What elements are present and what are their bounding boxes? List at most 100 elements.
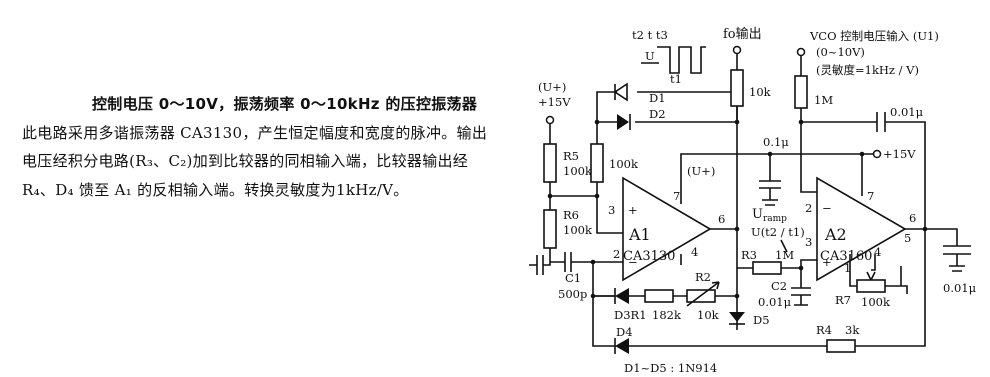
- r2-value: 10k: [697, 308, 720, 322]
- vco-label: VCO 控制电压输入 (U1): [809, 29, 939, 43]
- c1-label: C1: [565, 271, 581, 285]
- a2-pin3: 3: [805, 235, 812, 249]
- u-ramp-u: U: [752, 207, 763, 222]
- junction-dot: [734, 119, 740, 125]
- d4-label: D4: [616, 325, 633, 339]
- r1-value: 182k: [652, 308, 682, 322]
- wire: [800, 108, 817, 193]
- c-001u-top-label: 0.01μ: [890, 105, 924, 119]
- c-out-label: 0.01μ: [943, 281, 977, 295]
- a2-pin7: 7: [867, 189, 874, 203]
- resistor-r4: [826, 339, 856, 353]
- r6-value: 100k: [563, 223, 593, 237]
- description-text: 控制电压 0～10V，振荡频率 0～10kHz 的压控振荡器此电路采用多谐振荡器…: [22, 90, 490, 204]
- r2-adjust-arrow: [686, 281, 720, 307]
- a1-pin3: 3: [608, 203, 615, 217]
- d1-label: D1: [649, 91, 666, 105]
- description-body: 此电路采用多谐振荡器 CA3130，产生恒定幅度和宽度的脉冲。输出电压经积分电路…: [22, 123, 488, 199]
- wire: [737, 259, 817, 269]
- trimmer-r7: [856, 279, 886, 293]
- a1-minus-sign: −: [628, 255, 638, 269]
- plus15-terminal-right: [872, 149, 882, 159]
- wire: [529, 248, 551, 266]
- plus15-terminal-left: [545, 115, 555, 125]
- resistor-1m: [794, 75, 808, 109]
- u-ramp-sub: ramp: [763, 214, 787, 224]
- r5-label: R5: [563, 149, 579, 163]
- vco-sensitivity: (灵敏度=1kHz / V): [816, 63, 919, 77]
- r4-label: R4: [816, 323, 832, 337]
- ground-capacitor-left: [536, 255, 544, 275]
- resistor-r5: [543, 143, 557, 183]
- wire: [592, 261, 623, 297]
- c2-label: C2: [771, 279, 787, 293]
- resistor-r3: [752, 261, 782, 275]
- resistor-r1: [644, 289, 674, 303]
- a2-plus-sign: +: [822, 255, 832, 269]
- diode-d2: [617, 114, 629, 130]
- waveform-t2-t3: t2 t t3: [632, 28, 668, 42]
- resistor-r6: [543, 209, 557, 249]
- vco-circuit-diagram: (U+) +15V R5 100k R6 100k 3 D1 D2 100k A…: [529, 26, 977, 375]
- wire: [849, 254, 908, 294]
- a2-pin2: 2: [805, 201, 812, 215]
- vco-range: (0~10V): [816, 45, 865, 59]
- capacitor-out: [905, 228, 971, 272]
- a2-pin5: 5: [904, 231, 911, 245]
- junction-dot: [767, 151, 773, 157]
- u-plus-label: (U+): [538, 80, 566, 94]
- a2-label: A2: [824, 225, 847, 244]
- resistor-10k: [730, 69, 744, 107]
- vco-input-terminal: [796, 47, 806, 57]
- a1-label: A1: [628, 225, 651, 244]
- waveform-u: U: [645, 49, 655, 63]
- trimmer-r7-wiper: [866, 271, 876, 281]
- diode-d4: [615, 338, 629, 354]
- pulse-waveform: [657, 46, 706, 74]
- c1-value: 500p: [558, 287, 587, 301]
- capacitor-c1: [564, 252, 572, 272]
- u-ramp-label: Uramp: [752, 207, 787, 224]
- capacitor-001u-top: [876, 112, 886, 132]
- u-plus-mid: (U+): [687, 164, 715, 178]
- plus15-right-label: +15V: [883, 147, 916, 161]
- a2-pin4: 4: [874, 245, 881, 259]
- diode-d1: [613, 82, 628, 102]
- plus15-left-label: +15V: [538, 95, 571, 109]
- fo-output-terminal: [732, 45, 742, 55]
- wire: [871, 254, 876, 271]
- diode-type-note: D1~D5 : 1N914: [624, 361, 717, 375]
- r-100k-mid-label: 100k: [609, 157, 639, 171]
- opamp-a1: [622, 176, 712, 282]
- wire: [801, 121, 926, 229]
- wire: [592, 296, 827, 347]
- r7-value: 100k: [861, 295, 891, 309]
- d5-label: D5: [753, 313, 770, 327]
- a1-pin2: 2: [613, 247, 620, 261]
- a2-minus-sign: −: [822, 201, 832, 215]
- c-01u-label: 0.1μ: [763, 135, 789, 149]
- r6-label: R6: [563, 208, 579, 222]
- a1-pin6: 6: [718, 212, 725, 226]
- r3-value: 1M: [775, 248, 794, 262]
- junction-dot: [594, 119, 600, 125]
- u-ramp-arrow: [780, 239, 788, 253]
- a1-plus-sign: +: [628, 203, 638, 217]
- d3r1-label: D3R1: [614, 308, 647, 322]
- diode-d5: [729, 312, 745, 322]
- description-title: 控制电压 0～10V，振荡频率 0～10kHz 的压控振荡器: [92, 95, 478, 113]
- waveform-t1: t1: [670, 72, 682, 86]
- capacitor-01u: [759, 154, 781, 206]
- a2-pin6: 6: [909, 211, 916, 225]
- a1-pin7: 7: [673, 189, 680, 203]
- r-1m-top-label: 1M: [814, 93, 833, 107]
- r5-value: 100k: [563, 164, 593, 178]
- capacitor-c2: [791, 268, 811, 306]
- junction-dot: [594, 193, 600, 199]
- u-ramp-func: U(t2 / t1): [751, 225, 805, 239]
- d2-label: D2: [649, 107, 666, 121]
- r3-label: R3: [741, 248, 757, 262]
- a2-pin1: 1: [844, 261, 851, 275]
- r7-label: R7: [835, 293, 851, 307]
- a1-part: CA3130: [623, 249, 675, 264]
